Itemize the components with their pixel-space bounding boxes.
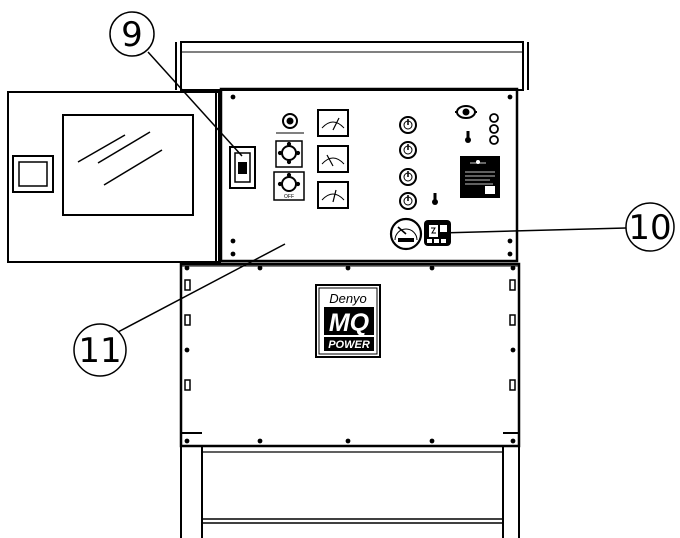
gauge-4	[399, 192, 417, 210]
lower-enclosure	[179, 262, 521, 448]
callout-9: 9	[109, 11, 243, 157]
engine-icon	[455, 105, 477, 119]
callout-10: 10	[439, 202, 675, 252]
key-switch	[465, 131, 471, 143]
frequency-meter	[317, 109, 349, 137]
top-hood	[175, 41, 529, 91]
battery-charger-display	[424, 220, 451, 246]
small-knob	[432, 193, 438, 205]
gauge-2	[399, 141, 417, 159]
hour-meter-gauge	[389, 217, 423, 251]
gauge-1	[399, 116, 417, 134]
denyo-mq-power-logo: Denyo MQ POWER	[315, 284, 381, 358]
callout-11: 11	[73, 243, 286, 377]
circuit-breaker	[229, 146, 256, 189]
switch-off-label: OFF	[284, 194, 294, 200]
control-panel	[218, 87, 519, 263]
open-door	[7, 91, 221, 263]
gauge-3	[399, 168, 417, 186]
warning-label	[460, 156, 500, 198]
side-latches	[184, 279, 516, 391]
callout-9-label: 9	[121, 15, 143, 55]
indicator-lights	[489, 113, 499, 145]
indicator-lamp	[276, 113, 304, 134]
callout-11-label: 11	[78, 331, 121, 371]
selector-switch-upper	[275, 140, 303, 168]
selector-switch-lower: OFF	[273, 171, 305, 201]
lower-panel-bolts	[184, 265, 516, 444]
logo-denyo: Denyo	[329, 291, 367, 306]
logo-power: POWER	[328, 339, 370, 351]
ammeter	[317, 145, 349, 173]
callout-10-label: 10	[628, 208, 671, 248]
ac-meters	[317, 109, 349, 209]
door-handle	[12, 155, 54, 193]
voltmeter	[317, 181, 349, 209]
logo-mq: MQ	[329, 309, 370, 337]
engine-gauges	[399, 116, 417, 210]
base-skid	[180, 432, 520, 538]
